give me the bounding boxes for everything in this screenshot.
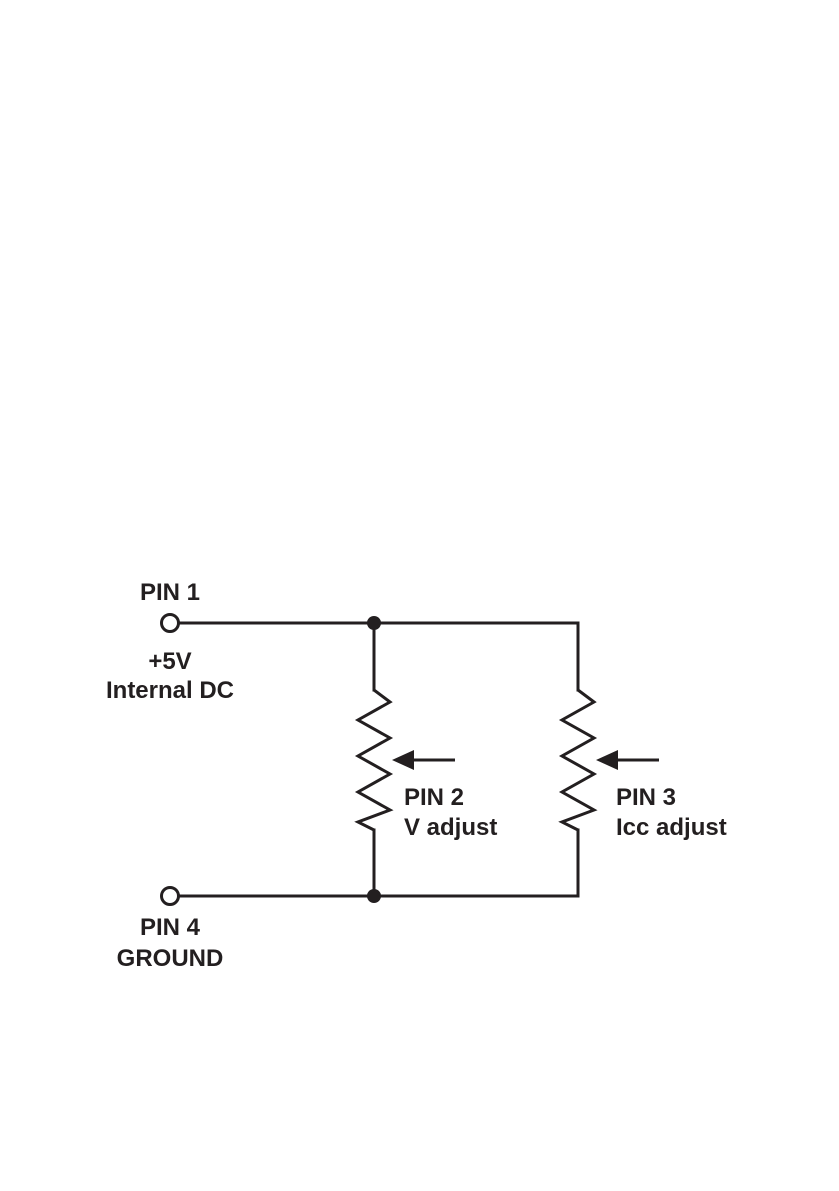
pin1-voltage-label: +5V: [148, 648, 191, 675]
pin4-label: PIN 4: [140, 914, 201, 941]
pin2-description-label: V adjust: [404, 814, 497, 841]
pin4-terminal: [162, 888, 179, 905]
pin1-description-label: Internal DC: [106, 677, 234, 704]
pin1-label: PIN 1: [140, 579, 200, 606]
pin2-label: PIN 2: [404, 784, 464, 811]
v-adjust-potentiometer: [358, 690, 390, 830]
pin3-label: PIN 3: [616, 784, 676, 811]
pin4-description-label: GROUND: [117, 945, 224, 972]
icc-adjust-wiper-arrow-icon: [596, 750, 618, 770]
v-adjust-wiper-arrow-icon: [392, 750, 414, 770]
pin1-terminal: [162, 615, 179, 632]
pin3-description-label: Icc adjust: [616, 814, 727, 841]
top-junction-dot: [367, 616, 381, 630]
icc-adjust-potentiometer: [562, 690, 594, 830]
bottom-junction-dot: [367, 889, 381, 903]
